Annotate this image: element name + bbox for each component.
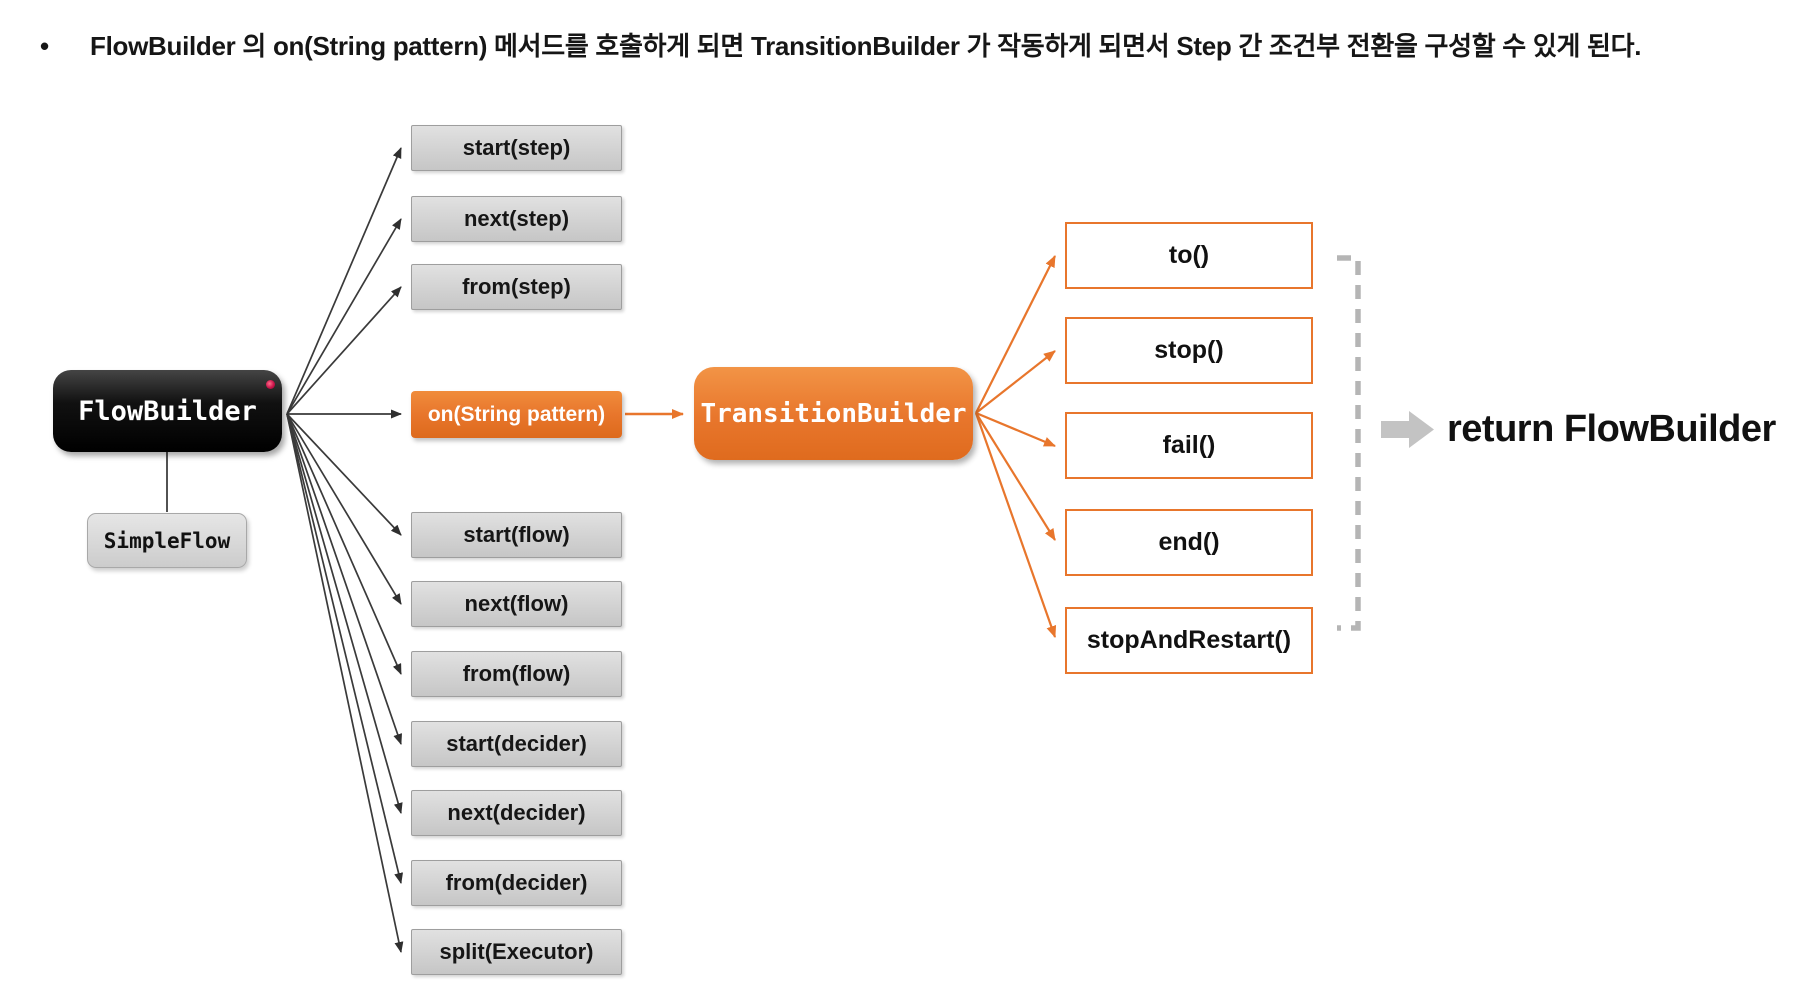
method-label: start(step) [462, 135, 571, 160]
method-box-next-flow: next(flow) [411, 581, 622, 627]
method-box-on-string-pattern: on(String pattern) [411, 391, 622, 438]
node-simpleflow-label: SimpleFlow [103, 528, 231, 553]
method-label: from(step) [462, 274, 571, 299]
method-label: next(decider) [447, 800, 586, 825]
transition-box-stop: stop() [1065, 317, 1313, 384]
node-flowbuilder-label: FlowBuilder [78, 395, 257, 427]
method-box-next-step: next(step) [411, 196, 622, 242]
node-transitionbuilder-label: TransitionBuilder [700, 398, 967, 429]
method-box-from-step: from(step) [411, 264, 622, 310]
method-label: on(String pattern) [427, 402, 606, 426]
method-label: start(flow) [463, 522, 570, 547]
method-box-next-decider: next(decider) [411, 790, 622, 836]
method-box-start-decider: start(decider) [411, 721, 622, 767]
method-label: to() [1168, 241, 1210, 269]
bullet-icon: • [40, 31, 50, 61]
block-arrow-icon [1381, 411, 1434, 448]
method-label: stopAndRestart() [1086, 626, 1292, 654]
method-label: split(Executor) [439, 939, 594, 964]
method-box-start-flow: start(flow) [411, 512, 622, 558]
method-box-split-executor: split(Executor) [411, 929, 622, 975]
bullet-text: FlowBuilder 의 on(String pattern) 메서드를 호출… [90, 31, 1642, 61]
method-label: stop() [1154, 336, 1224, 364]
method-box-start-step: start(step) [411, 125, 622, 171]
method-label: from(decider) [445, 870, 588, 895]
method-label: fail() [1162, 431, 1216, 459]
method-label: next(step) [463, 206, 570, 231]
transition-box-to: to() [1065, 222, 1313, 289]
node-simpleflow: SimpleFlow [87, 513, 247, 568]
flowbuilder-fan-arrows [286, 147, 404, 953]
return-flowbuilder-note: return FlowBuilder [1447, 407, 1776, 450]
method-label: from(flow) [462, 661, 571, 686]
node-transitionbuilder: TransitionBuilder [694, 367, 973, 460]
group-bracket [1337, 255, 1361, 631]
transitionbuilder-fan-arrows [974, 255, 1057, 638]
method-box-from-flow: from(flow) [411, 651, 622, 697]
node-flowbuilder: FlowBuilder [53, 370, 282, 452]
method-label: next(flow) [464, 591, 569, 616]
record-dot-icon [266, 380, 275, 389]
transition-box-end: end() [1065, 509, 1313, 576]
method-label: end() [1158, 528, 1220, 556]
bullet-line: • FlowBuilder 의 on(String pattern) 메서드를 … [40, 26, 1760, 66]
transition-box-stopandrestart: stopAndRestart() [1065, 607, 1313, 674]
method-box-from-decider: from(decider) [411, 860, 622, 906]
method-label: start(decider) [446, 731, 587, 756]
transition-box-fail: fail() [1065, 412, 1313, 479]
